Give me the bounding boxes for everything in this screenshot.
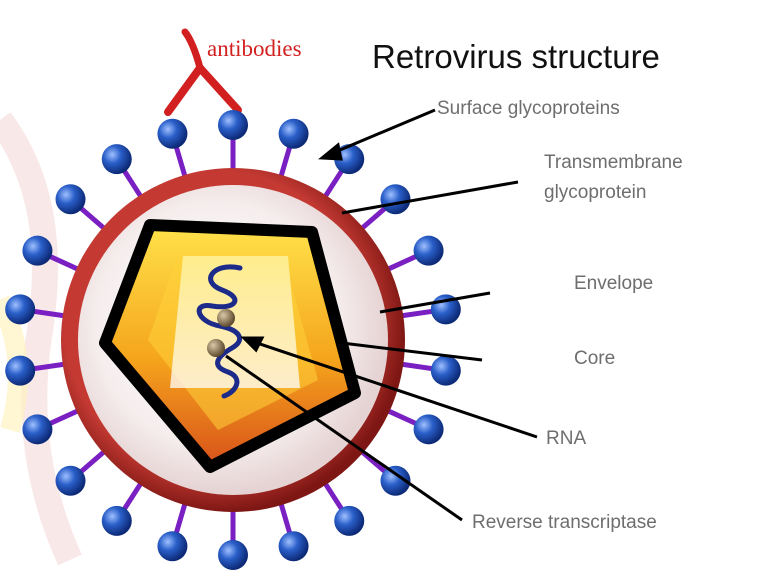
glycoprotein-head [334,505,365,536]
pointer-surface-glycoproteins [327,108,436,157]
glycoprotein-head [22,414,53,445]
glycoprotein-stem [277,500,294,538]
reverse-transcriptase-enzyme [207,339,225,357]
glycoprotein-head [55,465,86,496]
pointer-rna [247,338,538,439]
antibodies-label: antibodies [207,36,302,61]
glycoprotein-head [413,235,444,266]
glycoprotein-stem [76,203,108,232]
label-core: Core [574,348,616,369]
glycoprotein-head [22,235,53,266]
label-transmembrane-glycoprotein: Transmembrane glycoprotein [544,152,683,203]
reverse-transcriptase-enzyme [217,309,235,327]
glycoprotein-head [157,531,188,562]
background-swoosh [0,112,82,566]
arrowhead-surface [318,142,343,161]
glycoprotein-stem [384,252,421,273]
glycoprotein-head [5,355,36,386]
glycoprotein-stem [45,252,82,273]
label-envelope: Envelope [574,273,654,294]
glycoprotein-stem [398,361,437,372]
glycoprotein-stem [120,479,145,514]
glycoprotein-head [380,184,411,215]
arrowhead-rna [240,336,265,353]
glycoprotein-head [278,118,309,149]
glycoprotein-head [5,294,36,325]
pointer-reverse-transcriptase [225,354,463,522]
glycoprotein-head [334,144,365,175]
glycoprotein-stem [29,361,68,372]
glycoprotein-stem [321,479,346,514]
label-reverse-transcriptase: Reverse transcriptase [472,512,657,533]
rna-strand [196,264,243,399]
glycoprotein-head [380,465,411,496]
glycoprotein-stem [120,166,145,201]
glycoprotein-stem [277,142,294,180]
glycoprotein-stem [358,203,390,232]
glycoprotein-stem [172,500,189,538]
surface-glycoproteins [5,110,461,570]
pointer-envelope [379,291,491,314]
label-surface-glycoproteins: Surface glycoproteins [437,98,620,119]
pointer-transmembrane [341,180,519,215]
pointer-core [341,341,483,362]
glycoprotein-head [278,531,309,562]
glycoprotein-head [218,540,248,570]
glycoprotein-head [413,414,444,445]
glycoprotein-stem [29,308,68,319]
pointer-lines [225,108,538,522]
label-rna: RNA [546,428,587,449]
diagram-title: Retrovirus structure [372,38,660,75]
glycoprotein-head [55,184,86,215]
glycoprotein-head [101,144,132,175]
glycoprotein-stem [45,407,82,428]
glycoprotein-stem [398,308,437,319]
glycoprotein-head [101,505,132,536]
core-highlight [170,256,300,388]
glycoprotein-head [218,110,248,140]
glycoprotein-stem [321,166,346,201]
antibody-icon [164,28,242,116]
glycoprotein-stem [76,448,108,477]
glycoprotein-stem [384,407,421,428]
glycoprotein-head [157,118,188,149]
glycoprotein-stem [172,142,189,180]
glycoprotein-head [430,355,461,386]
